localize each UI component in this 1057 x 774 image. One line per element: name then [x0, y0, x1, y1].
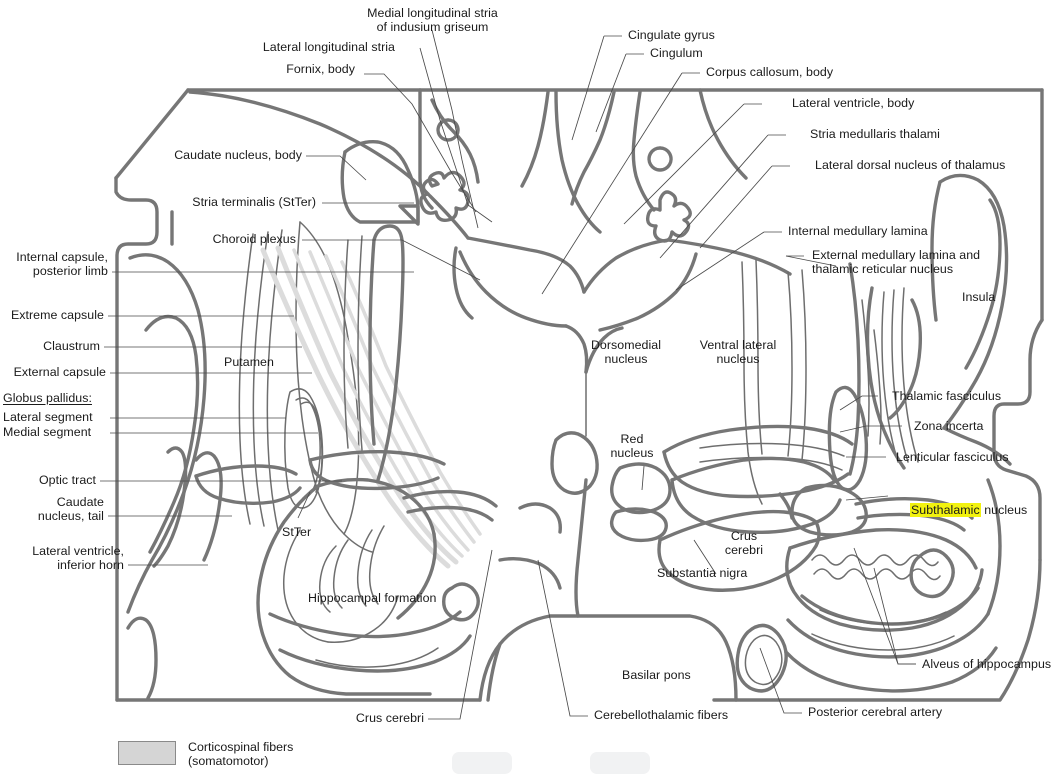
label-caudate-nucleus-tail: Caudate nucleus, tail	[37, 495, 104, 524]
midbrain-structures	[609, 456, 842, 592]
right-lateral-ventricle	[698, 88, 807, 461]
legend-swatch-corticospinal-fibers	[118, 741, 176, 765]
label-insula: Insula	[962, 290, 996, 304]
medial-detail	[498, 478, 588, 618]
label-lateral-ventricle-inferior-horn: Lateral ventricle, inferior horn	[32, 544, 124, 573]
label-lenticular-fasciculus: Lenticular fasciculus	[896, 450, 1009, 464]
label-lateral-ventricle-body: Lateral ventricle, body	[792, 96, 915, 110]
label-corpus-callosum-body: Corpus callosum, body	[706, 65, 834, 79]
label-fornix-body: Fornix, body	[286, 62, 355, 76]
hippocampal-formation-left	[194, 450, 498, 696]
label-extreme-capsule: Extreme capsule	[10, 308, 104, 322]
label-thalamic-fasciculus: Thalamic fasciculus	[892, 389, 1002, 403]
legend-line-2: (somatomotor)	[188, 754, 269, 769]
bottom-chip-right[interactable]	[590, 752, 650, 774]
section-outline	[114, 88, 1044, 702]
label-hippocampal-formation: Hippocampal formation	[308, 591, 437, 605]
label-globus-pallidus-lateral-segment: Lateral segment	[3, 410, 93, 424]
label-dorsomedial-nucleus: Dorsomedial nucleus	[590, 338, 662, 367]
label-internal-medullary-lamina: Internal medullary lamina	[788, 224, 928, 238]
label-external-medullary-lamina: External medullary lamina and thalamic r…	[812, 248, 981, 277]
label-cingulate-gyrus: Cingulate gyrus	[628, 28, 715, 42]
subthalamic-highlight: Subthalamic	[909, 503, 981, 518]
label-caudate-nucleus-body: Caudate nucleus, body	[174, 148, 302, 162]
legend-line-1: Corticospinal fibers	[188, 740, 294, 754]
label-internal-capsule-posterior-limb: Internal capsule, posterior limb	[16, 250, 108, 279]
subthalamic-rest: nucleus	[980, 503, 1028, 518]
label-globus-pallidus-medial-segment: Medial segment	[3, 425, 92, 439]
label-red-nucleus: Red nucleus	[610, 432, 654, 461]
label-stria-medullaris-thalami: Stria medullaris thalami	[810, 127, 940, 141]
label-putamen: Putamen	[224, 355, 274, 369]
label-ventral-lateral-nucleus: Ventral lateral nucleus	[699, 338, 777, 367]
label-posterior-cerebral-artery: Posterior cerebral artery	[808, 705, 943, 719]
label-optic-tract: Optic tract	[38, 473, 96, 487]
bottom-chip-left[interactable]	[452, 752, 512, 774]
label-crus-cerebri-right: Crus cerebri	[724, 529, 764, 558]
label-lateral-longitudinal-stria: Lateral longitudinal stria	[262, 40, 395, 54]
label-lateral-dorsal-nucleus-of-thalamus: Lateral dorsal nucleus of thalamus	[815, 158, 1006, 172]
label-cerebellothalamic-fibers: Cerebellothalamic fibers	[594, 708, 729, 722]
label-claustrum: Claustrum	[43, 339, 100, 353]
left-lateral-ventricle	[343, 224, 405, 482]
left-cortex-gyri	[126, 210, 223, 700]
label-zona-incerta: Zona incerta	[914, 419, 984, 433]
label-cingulum: Cingulum	[650, 46, 703, 60]
label-substantia-nigra: Substantia nigra	[657, 566, 748, 580]
label-medial-longitudinal-stria: Medial longitudinal stria of indusium gr…	[367, 6, 498, 35]
label-subthalamic-nucleus: Subthalamic nucleus	[896, 489, 1027, 532]
label-external-capsule: External capsule	[13, 365, 106, 379]
midline-structures	[188, 88, 792, 495]
posterior-cerebral-artery	[735, 623, 788, 693]
label-crus-cerebri-bottom: Crus cerebri	[355, 711, 424, 725]
basilar-pons	[478, 614, 738, 702]
insula-right	[865, 173, 1012, 470]
label-stria-terminalis: Stria terminalis (StTer)	[192, 195, 316, 209]
legend: Corticospinal fibers(somatomotor)	[118, 740, 293, 768]
label-stter: StTer	[282, 525, 312, 539]
label-globus-pallidus-heading: Globus pallidus:	[3, 391, 92, 405]
label-choroid-plexus: Choroid plexus	[212, 232, 296, 246]
legend-text: Corticospinal fibers(somatomotor)	[188, 740, 293, 768]
label-basilar-pons: Basilar pons	[622, 668, 691, 682]
hippocampal-formation-right	[784, 478, 1002, 693]
label-alveus-of-hippocampus: Alveus of hippocampus	[922, 657, 1052, 671]
